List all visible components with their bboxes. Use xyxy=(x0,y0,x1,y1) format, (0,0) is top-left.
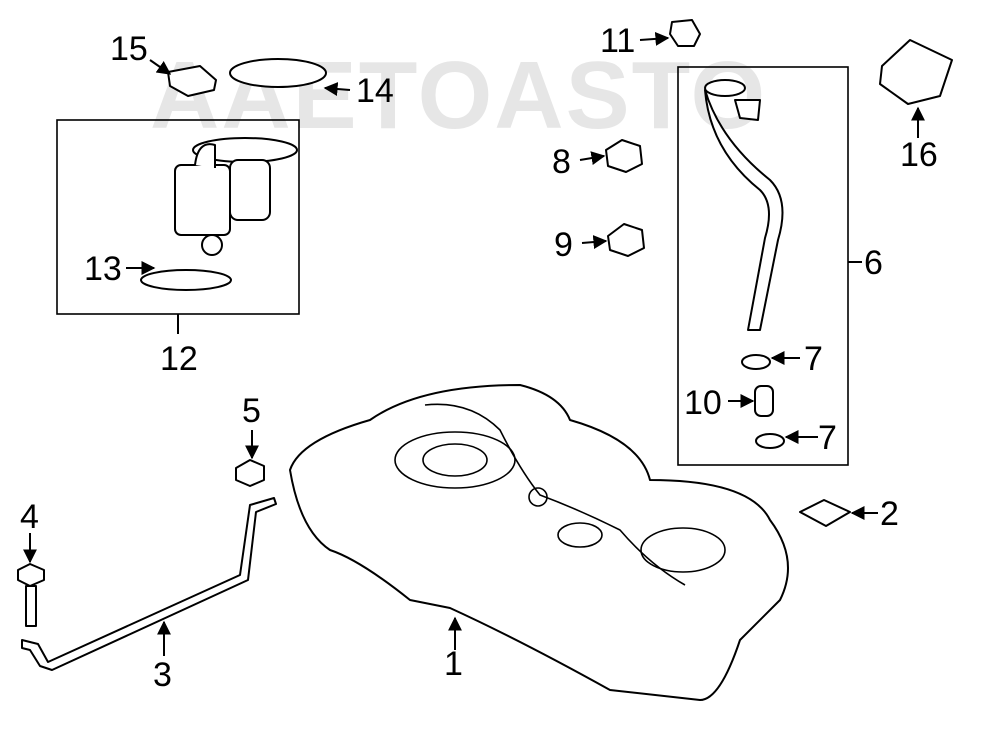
callout-7-lower: 7 xyxy=(818,419,837,457)
callout-8: 8 xyxy=(552,143,571,181)
hose-clamp-upper xyxy=(741,354,771,370)
retaining-clip xyxy=(167,65,217,97)
tank-strap xyxy=(21,497,277,671)
pump-gasket-ring xyxy=(140,269,232,291)
callout-4: 4 xyxy=(20,498,39,536)
nut-9 xyxy=(607,223,645,257)
callout-9: 9 xyxy=(554,226,573,264)
fuel-tank xyxy=(289,384,789,701)
filler-pipe xyxy=(704,79,784,331)
callout-15: 15 xyxy=(110,30,148,68)
part-6-box xyxy=(677,66,849,466)
vent-valve xyxy=(669,19,701,47)
callout-6: 6 xyxy=(864,244,883,282)
callout-14: 14 xyxy=(356,72,394,110)
callout-1: 1 xyxy=(444,645,463,683)
nut-5 xyxy=(235,459,265,487)
insulator-pad xyxy=(799,499,851,527)
callout-13: 13 xyxy=(84,250,122,288)
gasket-ring xyxy=(229,58,327,88)
callout-11: 11 xyxy=(600,22,635,60)
callout-3: 3 xyxy=(153,656,172,694)
callout-12: 12 xyxy=(160,340,198,378)
hose-clamp-lower xyxy=(755,433,785,449)
fuel-pump-module xyxy=(174,137,298,256)
callout-5: 5 xyxy=(242,392,261,430)
callout-7-upper: 7 xyxy=(804,340,823,378)
bolt xyxy=(17,563,45,627)
callout-16: 16 xyxy=(900,136,938,174)
watermark-logo: AAETOASTO xyxy=(150,42,767,149)
connector-hose xyxy=(754,385,774,417)
control-module xyxy=(879,39,953,105)
nut-8 xyxy=(605,139,643,173)
callout-2: 2 xyxy=(880,495,899,533)
callout-10: 10 xyxy=(684,384,722,422)
